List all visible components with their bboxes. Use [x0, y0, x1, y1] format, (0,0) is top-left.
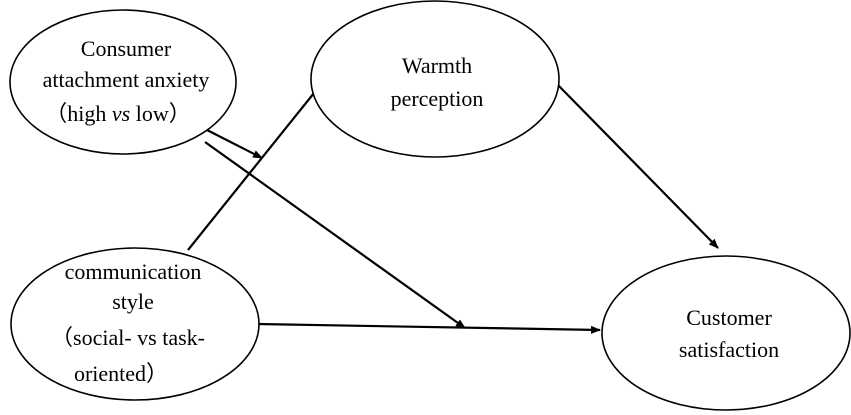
edge-anxiety-moderates-communication-path [204, 141, 466, 329]
node-customer-satisfaction: Customer satisfaction [601, 255, 851, 411]
anxiety-label-line2: attachment anxiety [43, 67, 210, 92]
anxiety-label-line1: Consumer [81, 36, 172, 61]
svg-text:（social- vs task-: （social- vs task- [51, 325, 205, 350]
svg-text:Consumer: Consumer [81, 36, 172, 61]
svg-text:Warmth: Warmth [402, 53, 472, 78]
anxiety-label-line3-pre: （high [45, 101, 112, 126]
satisfaction-label-line1: Customer [686, 305, 772, 330]
communication-label-line4: oriented） [74, 361, 168, 386]
anxiety-label-line3-post: low） [130, 101, 191, 126]
edge-communication-to-warmth [187, 82, 323, 251]
node-warmth-perception: Warmth perception [310, 0, 560, 158]
svg-text:（high vs low）: （high vs low） [45, 101, 190, 126]
edge-warmth-to-satisfaction [556, 83, 719, 249]
communication-label-line2: style [112, 289, 154, 314]
satisfaction-label-line2: satisfaction [679, 337, 779, 362]
svg-text:satisfaction: satisfaction [679, 337, 779, 362]
anxiety-label-line3-em: vs [112, 101, 130, 126]
edge-communication-to-satisfaction [256, 322, 601, 334]
node-communication-style: communication style （social- vs task- or… [10, 247, 260, 401]
svg-text:communication: communication [65, 259, 202, 284]
communication-label-line3: （social- vs task- [51, 325, 205, 350]
svg-text:attachment anxiety: attachment anxiety [43, 67, 210, 92]
svg-text:style: style [112, 289, 154, 314]
svg-text:perception: perception [391, 86, 484, 111]
edge-anxiety-moderates-warmth-path [206, 129, 263, 159]
warmth-label-line2: perception [391, 86, 484, 111]
svg-text:Customer: Customer [686, 305, 772, 330]
node-attachment-anxiety: Consumer attachment anxiety （high vs low… [9, 9, 237, 155]
communication-label-line1: communication [65, 259, 202, 284]
warmth-label-line1: Warmth [402, 53, 472, 78]
svg-text:oriented）: oriented） [74, 361, 168, 386]
